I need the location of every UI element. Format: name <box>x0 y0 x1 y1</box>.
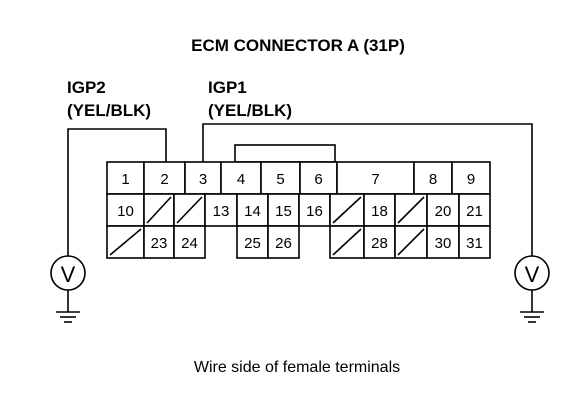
blank-cavity-slash <box>332 196 362 224</box>
terminal-cavity <box>299 161 338 195</box>
terminal-number: 30 <box>435 235 452 252</box>
blank-cavity-slash <box>109 228 142 256</box>
blank-cavity-slash <box>332 228 362 256</box>
connector-lock-tab <box>234 144 336 163</box>
terminal-number: 3 <box>199 171 207 188</box>
diagram-caption: Wire side of female terminals <box>194 359 400 376</box>
igp1-label: IGP1 <box>208 78 247 97</box>
terminal-number: 13 <box>213 203 230 220</box>
terminal-cavity <box>204 193 238 227</box>
left-ground-icon <box>56 311 80 323</box>
terminal-cavity <box>143 225 175 259</box>
terminal-cavity <box>458 225 491 259</box>
terminal-cavity <box>236 225 269 259</box>
terminal-number: 4 <box>237 171 245 188</box>
left-voltmeter-symbol: V <box>61 262 76 287</box>
terminal-number: 20 <box>435 203 452 220</box>
right-voltmeter-symbol: V <box>525 262 540 287</box>
igp1-wire-color: (YEL/BLK) <box>208 101 292 120</box>
terminal-number: 15 <box>275 203 292 220</box>
terminal-cavity <box>267 225 300 259</box>
terminal-number: 1 <box>121 171 129 188</box>
igp1-wire <box>202 123 533 256</box>
terminal-number: 7 <box>371 171 379 188</box>
terminal-number: 21 <box>466 203 483 220</box>
right-ground-icon <box>520 311 544 323</box>
terminal-number: 26 <box>275 235 292 252</box>
terminal-cavity <box>173 225 206 259</box>
terminal-number: 18 <box>371 203 388 220</box>
diagram-title: ECM CONNECTOR A (31P) <box>191 36 405 55</box>
terminal-number: 14 <box>244 203 261 220</box>
blank-cavity-slash <box>397 196 425 224</box>
terminal-cavity <box>220 161 262 195</box>
igp2-wire-color: (YEL/BLK) <box>67 101 151 120</box>
terminal-number: 16 <box>306 203 323 220</box>
terminal-number: 25 <box>244 235 261 252</box>
terminal-cavity <box>458 193 491 227</box>
blank-cavity-slash <box>146 196 172 224</box>
left-voltmeter: V <box>50 255 86 323</box>
terminal-number: 28 <box>371 235 388 252</box>
terminal-number: 10 <box>117 203 134 220</box>
terminal-number: 5 <box>276 171 284 188</box>
igp2-wire <box>67 128 167 256</box>
terminal-number: 6 <box>314 171 322 188</box>
terminal-number: 31 <box>466 235 483 252</box>
terminal-number: 9 <box>467 171 475 188</box>
terminal-cavity <box>336 161 415 195</box>
terminal-number: 24 <box>181 235 198 252</box>
right-voltmeter: V <box>514 255 550 323</box>
terminal-cavity <box>426 225 460 259</box>
terminal-number: 2 <box>160 171 168 188</box>
terminal-cavity <box>184 161 222 195</box>
blank-cavity-slash <box>397 228 425 256</box>
terminal-number: 23 <box>151 235 168 252</box>
blank-cavity-slash <box>176 196 203 224</box>
igp2-label: IGP2 <box>67 78 106 97</box>
terminal-number: 8 <box>429 171 437 188</box>
